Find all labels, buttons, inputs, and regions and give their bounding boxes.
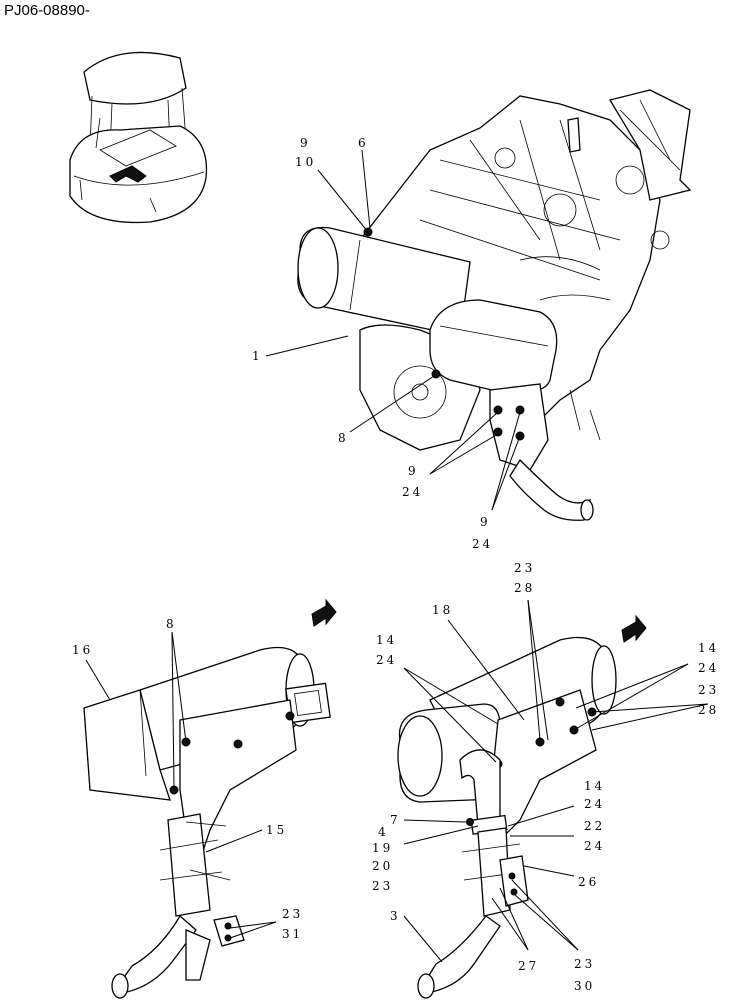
callout: 9 bbox=[300, 136, 311, 150]
callouts-left: 16 8 15 23 31 bbox=[72, 617, 303, 941]
callout: 26 bbox=[578, 875, 599, 889]
callout: 23 bbox=[514, 561, 535, 575]
callout: 16 bbox=[72, 643, 93, 657]
callout: 24 bbox=[376, 653, 397, 667]
callout: 9 bbox=[408, 464, 419, 478]
callout: 9 bbox=[480, 515, 491, 529]
engine-assembly bbox=[297, 89, 692, 521]
callout: 27 bbox=[518, 959, 539, 973]
callout: 4 bbox=[378, 825, 389, 839]
callout: 10 bbox=[295, 155, 316, 169]
callout: 7 bbox=[390, 813, 401, 827]
callout: 20 bbox=[372, 859, 393, 873]
callout: 6 bbox=[358, 136, 369, 150]
callout: 23 bbox=[698, 683, 719, 697]
callout: 24 bbox=[698, 661, 719, 675]
excavator-cab-icon bbox=[69, 51, 208, 224]
callout: 28 bbox=[514, 581, 535, 595]
leader-lines bbox=[85, 149, 709, 963]
callout: 24 bbox=[584, 839, 605, 853]
callout: 23 bbox=[574, 957, 595, 971]
callout: 14 bbox=[584, 779, 605, 793]
callout: 23 bbox=[282, 907, 303, 921]
callout: 14 bbox=[376, 633, 397, 647]
muffler-assembly-right bbox=[397, 614, 647, 999]
callout: 22 bbox=[584, 819, 605, 833]
callout: 30 bbox=[574, 979, 595, 993]
callout: 1 bbox=[252, 349, 263, 363]
callout: 8 bbox=[166, 617, 177, 631]
callout: 8 bbox=[338, 431, 349, 445]
callout: 24 bbox=[402, 485, 423, 499]
callout: 23 bbox=[372, 879, 393, 893]
callouts-top: 1 9 10 6 8 9 24 9 24 bbox=[252, 136, 493, 551]
callout: 24 bbox=[472, 537, 493, 551]
callout: 15 bbox=[266, 823, 287, 837]
callout: 28 bbox=[698, 703, 719, 717]
muffler-assembly-left bbox=[83, 598, 337, 999]
callout: 19 bbox=[372, 841, 393, 855]
front-arrow-icon bbox=[621, 614, 647, 643]
figure-id: PJ06-08890- bbox=[4, 2, 90, 19]
callouts-right: 23 28 18 14 24 14 24 23 28 7 4 19 20 23 … bbox=[372, 561, 719, 993]
callout: 24 bbox=[584, 797, 605, 811]
callout: 18 bbox=[432, 603, 453, 617]
callout: 14 bbox=[698, 641, 719, 655]
front-arrow-icon bbox=[311, 598, 337, 627]
callout: 3 bbox=[390, 909, 401, 923]
callout: 31 bbox=[282, 927, 303, 941]
